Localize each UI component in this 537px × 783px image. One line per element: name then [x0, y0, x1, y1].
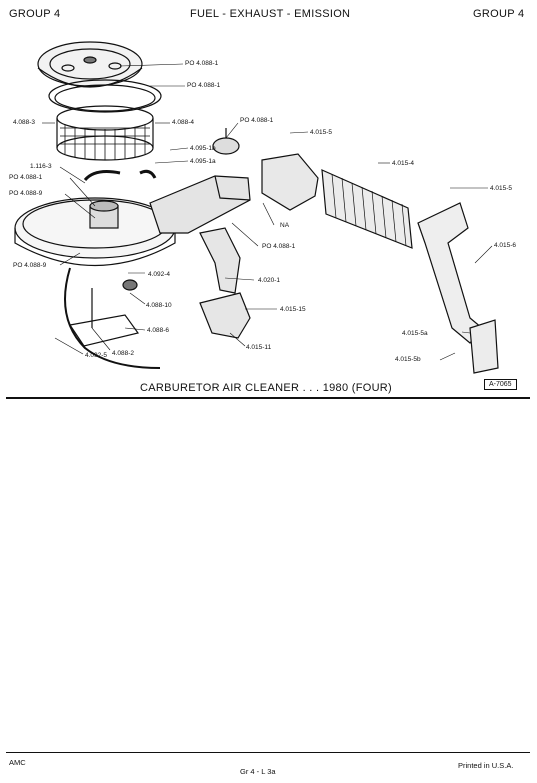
- part-label: 4.015-6: [494, 242, 517, 249]
- section-title: FUEL - EXHAUST - EMISSION: [190, 8, 351, 20]
- part-label: 4.015-5: [490, 185, 513, 192]
- part-label: 4.095-1a: [190, 158, 216, 165]
- part-label: 4.095-1b: [190, 145, 216, 152]
- part-label: 4.088-4: [172, 119, 195, 126]
- part-label: 4.092-5: [85, 352, 108, 359]
- group-label-left: GROUP 4: [9, 8, 61, 20]
- group-label-right: GROUP 4: [473, 8, 525, 20]
- part-label: 4.088-3: [13, 119, 36, 126]
- part-label: 4.092-4: [148, 271, 171, 278]
- part-label: PO 4.088-1: [187, 82, 221, 89]
- part-label: PO 4.088-1: [240, 117, 274, 124]
- air-cleaner-exploded-diagram: [14, 41, 499, 374]
- part-label: 4.015-11: [246, 344, 272, 351]
- part-label: 4.088-6: [147, 327, 170, 334]
- part-label: PO 4.088-1: [185, 60, 219, 67]
- part-label: 4.015-4: [392, 160, 415, 167]
- part-label: PO 4.088-9: [13, 262, 47, 269]
- part-label: NA: [280, 222, 290, 229]
- caption-rule: [6, 397, 530, 399]
- page-number: Gr 4 - L 3a: [240, 767, 276, 776]
- part-label: 4.015-5: [310, 129, 333, 136]
- part-label: 1.116-3: [30, 163, 52, 170]
- part-label: PO 4.088-1: [262, 243, 296, 250]
- figure-id-box: A-7065: [484, 379, 517, 390]
- part-label: 4.088-10: [146, 302, 172, 309]
- part-label: 4.088-2: [112, 350, 135, 357]
- part-label: PO 4.088-1: [9, 174, 43, 181]
- part-label: PO 4.088-9: [9, 190, 43, 197]
- part-label: 4.015-5b: [395, 356, 421, 363]
- part-label: 4.020-1: [258, 277, 281, 284]
- part-label: 4.015-5a: [402, 330, 428, 337]
- footer-brand: AMC: [9, 758, 26, 767]
- footer-rule: [6, 752, 530, 753]
- figure-caption: CARBURETOR AIR CLEANER . . . 1980 (FOUR): [140, 382, 393, 394]
- printed-in: Printed in U.S.A.: [458, 761, 514, 770]
- part-label: 4.015-15: [280, 306, 306, 313]
